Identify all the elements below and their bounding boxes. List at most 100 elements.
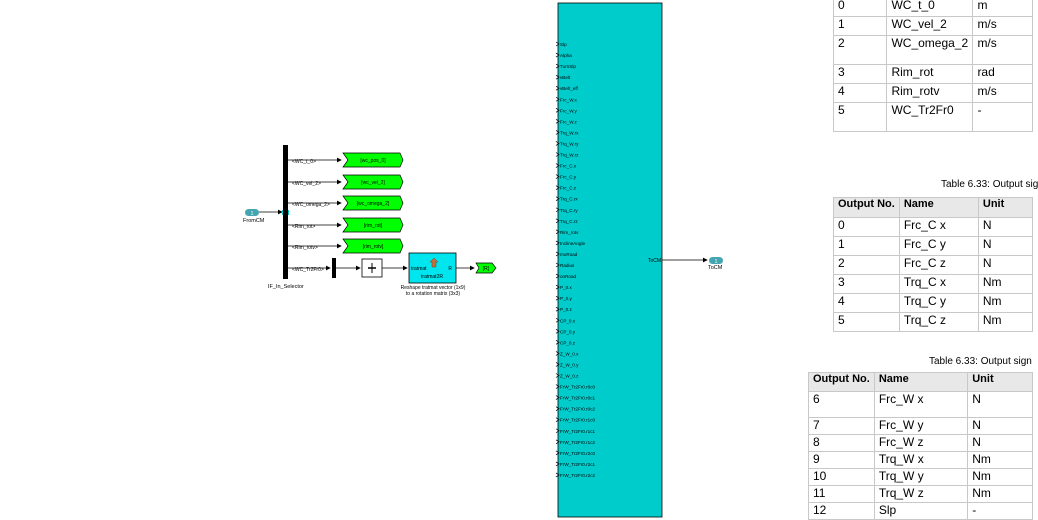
bus-input-port-chevron[interactable] [555, 329, 560, 334]
bus-input-port-chevron[interactable] [555, 428, 560, 434]
goto-tag[interactable] [342, 152, 404, 168]
bus-input-port-chevron[interactable] [555, 262, 560, 268]
goto-tag[interactable] [342, 174, 404, 190]
bus-input-port-chevron[interactable] [555, 152, 560, 157]
bus-input-label: vBelt [560, 75, 571, 80]
bus-input-label: FrW_Tr2Fr0.r1c2 [560, 440, 595, 445]
bus-input-port-chevron[interactable] [555, 85, 560, 91]
selector-label: IF_In_Selector [268, 284, 304, 290]
fromcm-inport[interactable]: 1 [245, 209, 259, 217]
bus-input-label: FrW_Tr2Fr0.r1c0 [560, 418, 595, 423]
bus-input-port-chevron[interactable] [555, 218, 560, 224]
bus-input-port-chevron[interactable] [555, 373, 560, 378]
bus-input-label: FrW_Tr2Fr0.r2c0 [560, 451, 595, 456]
cell-unit: N [967, 417, 1033, 435]
cell-unit: N [977, 236, 1034, 256]
bus-input-port-chevron[interactable] [555, 74, 560, 80]
bus-input-label: P_0.z [560, 307, 572, 312]
goto-r-label: [R] [483, 266, 490, 272]
selector-signal-label: <WC_t_0> [292, 159, 316, 165]
bus-input-port-chevron[interactable] [555, 472, 560, 478]
bus-input-label: Trq_C.rz [560, 219, 578, 224]
tocm-outport[interactable]: 1 [709, 257, 723, 265]
selector-bus-bar[interactable] [283, 145, 288, 279]
bus-input-port-chevron[interactable] [555, 351, 560, 356]
bus-input-port-chevron[interactable] [555, 229, 560, 235]
bus-input-port-chevron[interactable] [555, 41, 560, 47]
bus-input-port-chevron[interactable] [555, 439, 560, 445]
signal-label-wc-tr2fr0: <WC_Tr2Fr0> [292, 267, 324, 273]
bus-input-label: FrW_Tr2Fr0.r0c2 [560, 407, 595, 412]
tratmat2r-subsystem[interactable] [408, 252, 457, 284]
bus-input-port-chevron[interactable] [555, 163, 560, 168]
bus-input-port-chevron[interactable] [555, 96, 560, 102]
bus-input-port-chevron[interactable] [555, 395, 560, 400]
cell-no: 10 [808, 468, 875, 486]
bus-input-port-chevron[interactable] [555, 406, 560, 411]
bus-input-port-chevron[interactable] [555, 295, 560, 301]
goto-tag[interactable] [342, 195, 404, 211]
table-caption-mid: Table 6.33: Output sig [941, 179, 1038, 190]
bus-input-label: Frc_C.x [560, 164, 577, 169]
cell-no: 4 [832, 83, 888, 103]
cell-name: Trq_C x [898, 274, 979, 294]
bus-input-port-chevron[interactable] [555, 461, 560, 467]
cell-unit: - [967, 502, 1033, 520]
col-output-no: Output No. [833, 197, 900, 218]
bus-input-label: muRoad [560, 252, 578, 257]
mux-bar[interactable] [332, 258, 336, 278]
bus-input-port-chevron[interactable] [555, 317, 560, 323]
reshape-block[interactable] [361, 258, 383, 278]
reshape-caption-line1: Reshape tratmat vector (1x9) [401, 285, 466, 291]
bus-input-port-chevron[interactable] [555, 362, 560, 367]
bus-input-label: vBelt_eff [560, 86, 579, 91]
selector-signal-label: <Rim_rotv> [292, 245, 318, 251]
bus-input-port-chevron[interactable] [555, 130, 560, 135]
bus-input-label: Frc_C.z [560, 186, 577, 191]
cell-unit: N [977, 255, 1034, 275]
bus-input-label: Z_W_0.y [560, 362, 579, 367]
bus-input-port-chevron[interactable] [555, 273, 560, 279]
cell-no: 0 [832, 0, 888, 17]
bus-input-port-chevron[interactable] [555, 306, 560, 312]
bus-input-port-chevron[interactable] [555, 52, 560, 58]
cell-name: Rim_rotv [886, 83, 974, 103]
cell-unit: N [967, 391, 1033, 418]
selector-signal-label: <Rim_rot> [292, 224, 315, 230]
bus-input-port-chevron[interactable] [555, 384, 560, 389]
bus-input-port-chevron[interactable] [555, 240, 560, 246]
bus-input-port-chevron[interactable] [555, 417, 560, 422]
cell-name: Rim_rot [886, 64, 974, 84]
bus-input-port-chevron[interactable] [555, 251, 560, 257]
cell-unit: Nm [977, 293, 1034, 313]
bus-input-port-chevron[interactable] [555, 63, 560, 69]
bus-input-label: InclineAngle [560, 241, 585, 246]
cell-name: Trq_W x [873, 451, 969, 469]
bus-input-label: Radius [560, 263, 575, 268]
bus-creator-block[interactable] [557, 2, 663, 518]
goto-tag-label: [rim_rotv] [363, 244, 384, 250]
goto-tag[interactable] [342, 217, 404, 233]
bus-input-port-chevron[interactable] [555, 119, 560, 124]
bus-input-port-chevron[interactable] [555, 174, 560, 179]
goto-tag-label: [wc_pos_0] [360, 158, 386, 164]
bus-input-port-chevron[interactable] [555, 284, 560, 290]
cell-unit: N [977, 217, 1034, 237]
bus-input-label: Z_W_0.x [560, 351, 579, 356]
bus-input-port-chevron[interactable] [555, 207, 560, 213]
bus-input-port-chevron[interactable] [555, 450, 560, 456]
goto-r[interactable] [475, 262, 497, 274]
bus-input-port-chevron[interactable] [555, 196, 560, 201]
goto-tag[interactable] [342, 238, 404, 254]
bus-input-port-chevron[interactable] [555, 340, 560, 345]
bus-input-port-chevron[interactable] [555, 141, 560, 146]
cell-unit: m/s [972, 16, 1033, 36]
bus-input-label: Frc_W.y [560, 108, 578, 113]
bus-input-port-chevron[interactable] [555, 185, 560, 190]
bus-input-port-chevron[interactable] [555, 108, 560, 113]
